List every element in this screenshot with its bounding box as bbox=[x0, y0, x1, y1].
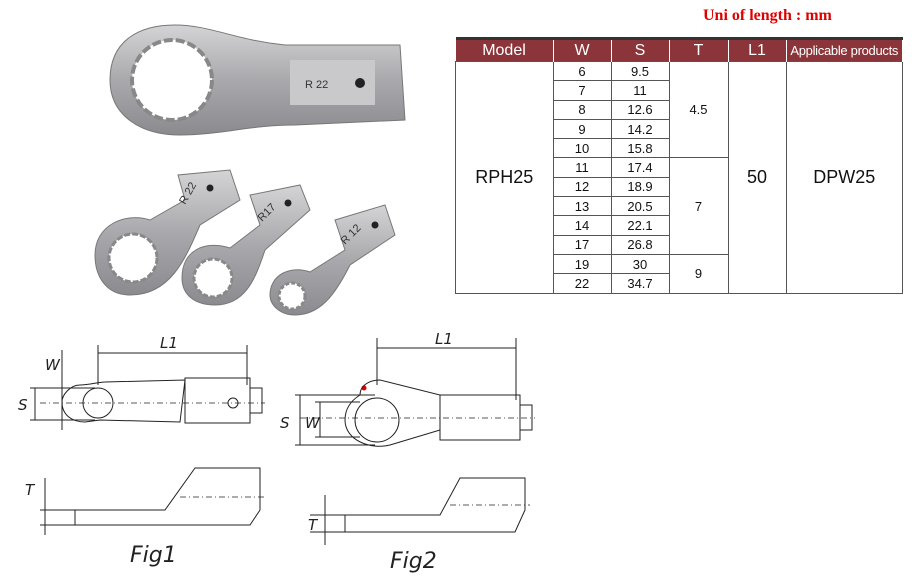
cell-t: 7 bbox=[668, 157, 729, 255]
cell-s: 12.6 bbox=[610, 99, 670, 120]
header-s: S bbox=[611, 38, 670, 62]
fig1-t-label: T bbox=[25, 481, 36, 499]
cell-s: 34.7 bbox=[610, 273, 670, 294]
table-header-row: Model W S T L1 Applicable products bbox=[455, 38, 903, 62]
fig2-caption: Fig2 bbox=[390, 549, 437, 574]
fig2-t-label: T bbox=[308, 516, 319, 534]
cell-w: 22 bbox=[552, 273, 612, 294]
cell-l1: 50 bbox=[727, 61, 787, 294]
wrench-photo-r17: R17 bbox=[181, 184, 311, 306]
stamp-large: R 22 bbox=[305, 79, 328, 91]
fig2-s-label: S bbox=[280, 414, 290, 432]
cell-model: RPH25 bbox=[455, 61, 554, 294]
fig1-w-label: W bbox=[45, 356, 61, 374]
wrench-photo-r12: R 12 bbox=[269, 204, 396, 316]
cell-s: 11 bbox=[610, 80, 670, 101]
header-w: W bbox=[553, 38, 612, 62]
fig1-caption: Fig1 bbox=[130, 543, 177, 568]
unit-note: Uni of length : mm bbox=[703, 7, 832, 24]
wrench-photo-r22: R 22 bbox=[94, 169, 241, 296]
fig1-drawing: L1 S W T Fig1 bbox=[18, 334, 265, 568]
fig1-s-label: S bbox=[18, 396, 28, 414]
cell-w: 12 bbox=[552, 176, 612, 198]
header-model: Model bbox=[455, 38, 554, 62]
cell-t: 9 bbox=[668, 253, 729, 294]
cell-s: 18.9 bbox=[610, 176, 670, 198]
cell-s: 26.8 bbox=[610, 234, 670, 255]
spec-table: Model W S T L1 Applicable products RPH25… bbox=[455, 37, 903, 294]
cell-w: 13 bbox=[552, 196, 612, 217]
fig1-l1-label: L1 bbox=[160, 334, 178, 352]
cell-w: 17 bbox=[552, 234, 612, 255]
header-t: T bbox=[669, 38, 729, 62]
header-l1: L1 bbox=[728, 38, 787, 62]
cell-applicable: DPW25 bbox=[785, 61, 903, 294]
fig2-drawing: L1 S W T Fig2 bbox=[280, 330, 535, 574]
fig2-w-label: W bbox=[305, 414, 321, 432]
cell-w: 14 bbox=[552, 215, 612, 236]
wrench-photo-large: R 22 bbox=[109, 24, 406, 136]
fig2-l1-label: L1 bbox=[435, 330, 453, 348]
header-applicable: Applicable products bbox=[786, 38, 903, 62]
